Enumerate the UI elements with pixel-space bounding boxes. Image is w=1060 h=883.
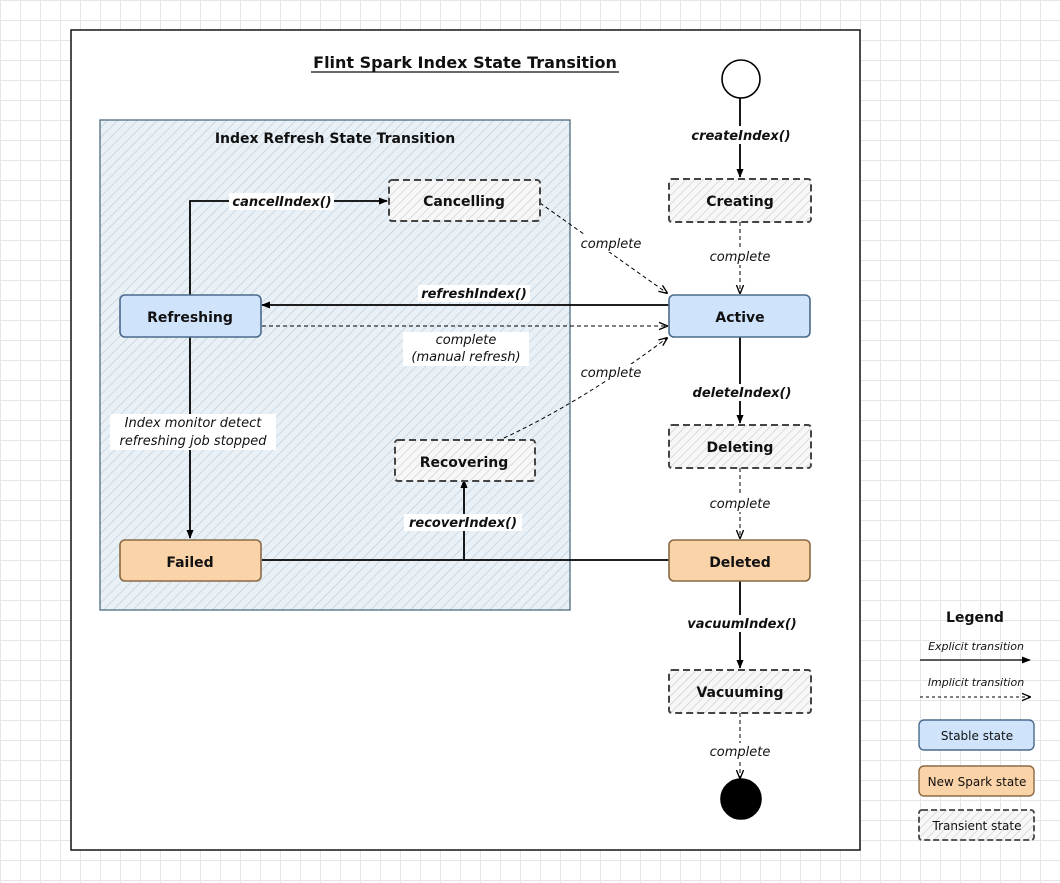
- edge-recover-complete-label-bg: [576, 364, 646, 381]
- legend-explicit-label: Explicit transition: [928, 640, 1024, 653]
- start-node[interactable]: [721, 59, 761, 99]
- state-recovering[interactable]: [394, 439, 536, 482]
- edge-recover-label-bg: [404, 514, 522, 531]
- subgraph-title: Index Refresh State Transition: [215, 131, 455, 147]
- legend-new-spark-box: [918, 765, 1035, 797]
- edge-monitor-label-2: refreshing job stopped: [119, 434, 267, 449]
- end-node[interactable]: [720, 778, 762, 820]
- state-deleting[interactable]: [668, 424, 812, 469]
- state-refreshing-label: Refreshing: [147, 310, 233, 326]
- legend-stable-label: Stable state: [941, 729, 1013, 743]
- edge-vacuum-label: vacuumIndex(): [687, 617, 797, 632]
- edge-recover-complete-label: complete: [581, 366, 642, 381]
- state-vacuuming[interactable]: [668, 669, 812, 714]
- state-active[interactable]: [668, 294, 811, 338]
- state-creating[interactable]: [668, 178, 812, 223]
- state-deleted-label: Deleted: [709, 555, 771, 571]
- edge-deleting-complete-label-bg: [704, 495, 774, 512]
- edge-vacuum-complete-label-bg: [704, 743, 774, 760]
- edge-refresh-label-bg: [418, 285, 530, 302]
- state-refreshing[interactable]: [119, 294, 262, 338]
- state-deleting-label: Deleting: [707, 440, 774, 456]
- edge-delete-label-bg: [689, 384, 795, 401]
- state-creating-label: Creating: [706, 194, 774, 210]
- edge-creating-complete-label-bg: [704, 248, 774, 265]
- edge-cancel-complete-label-bg: [576, 235, 646, 252]
- legend-new-spark-label: New Spark state: [928, 775, 1027, 789]
- state-deleted[interactable]: [668, 539, 811, 582]
- edge-create-label: createIndex(): [691, 129, 790, 144]
- edge-cancel-label: cancelIndex(): [232, 195, 331, 210]
- state-recovering-label: Recovering: [420, 455, 509, 471]
- edge-recover-complete: [503, 338, 667, 439]
- legend: Legend Explicit transition Implicit tran…: [918, 610, 1035, 841]
- edge-monitor-label-1: Index monitor detect: [125, 416, 263, 431]
- edge-vacuum-complete-label: complete: [710, 745, 771, 760]
- edge-manual-complete-label-1: complete: [436, 333, 497, 348]
- legend-stable-box: [918, 719, 1035, 751]
- state-cancelling-label: Cancelling: [423, 194, 505, 210]
- edge-manual-complete-label-2: (manual refresh): [411, 350, 520, 365]
- edge-vacuum-label-bg: [686, 615, 798, 632]
- edge-cancel-complete-label: complete: [581, 237, 642, 252]
- state-active-label: Active: [715, 310, 764, 326]
- edge-create-label-bg: [688, 126, 794, 144]
- state-vacuuming-label: Vacuuming: [696, 685, 783, 701]
- edge-deleting-complete-label: complete: [710, 497, 771, 512]
- edge-delete-label: deleteIndex(): [693, 386, 792, 401]
- diagram-title: Flint Spark Index State Transition: [313, 53, 617, 72]
- legend-transient-label: Transient state: [932, 819, 1022, 833]
- state-cancelling[interactable]: [388, 179, 541, 222]
- legend-title: Legend: [946, 610, 1004, 626]
- legend-implicit-label: Implicit transition: [928, 676, 1024, 689]
- edge-recover-label: recoverIndex(): [409, 516, 517, 531]
- legend-transient-box: [918, 809, 1035, 841]
- state-failed[interactable]: [119, 539, 262, 582]
- edge-manual-complete-label-bg: [403, 332, 529, 366]
- edge-cancel-label-bg: [229, 193, 334, 210]
- edge-creating-complete-label: complete: [710, 250, 771, 265]
- edge-refresh-label: refreshIndex(): [421, 287, 527, 302]
- edge-monitor-label-bg: [110, 414, 276, 450]
- state-failed-label: Failed: [166, 555, 213, 571]
